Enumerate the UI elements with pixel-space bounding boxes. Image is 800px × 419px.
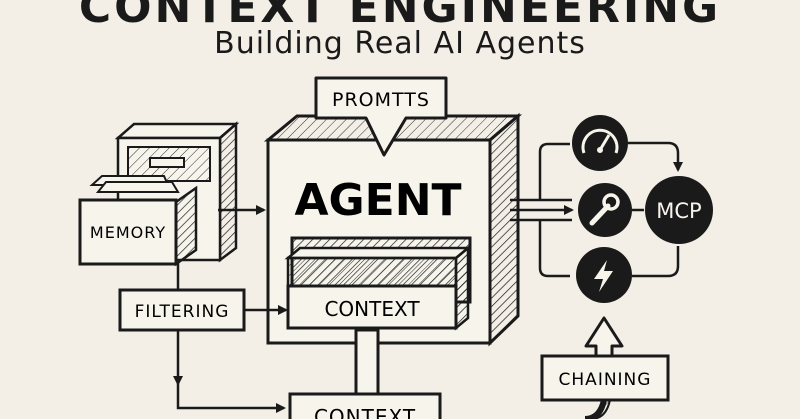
- filtering-box: FILTERING: [118, 288, 246, 332]
- prompts-callout: PROMTTS: [314, 76, 448, 157]
- chaining-callout: CHAINING: [540, 316, 670, 419]
- memory-label: MEMORY: [90, 223, 166, 242]
- diagram-subtitle: Building Real AI Agents: [214, 26, 586, 61]
- bottom-context-box: CONTEXT: [288, 392, 442, 419]
- lightning-icon: [576, 247, 632, 303]
- mcp-label: MCP: [656, 199, 701, 223]
- wrench-icon: [578, 183, 632, 237]
- context-drawer: CONTEXT: [284, 236, 472, 331]
- gauge-icon: [572, 115, 628, 171]
- tools-to-mcp-arrows: [628, 141, 683, 278]
- memory-cabinet: MEMORY: [78, 121, 240, 267]
- agent-label: AGENT: [294, 175, 461, 226]
- mcp-node: MCP: [645, 176, 713, 244]
- filtering-to-bottom-context-arrow: [176, 384, 286, 413]
- context-pipe: [354, 328, 380, 402]
- filtering-label: FILTERING: [135, 302, 230, 322]
- prompts-label: PROMTTS: [332, 89, 430, 111]
- bottom-context-label: CONTEXT: [314, 405, 416, 419]
- diagram-title: CONTEXT ENGINEERING: [78, 0, 722, 33]
- chaining-label: CHAINING: [559, 370, 652, 390]
- agent-to-tools-arrows: [510, 142, 574, 278]
- context-inner-label: CONTEXT: [324, 297, 420, 321]
